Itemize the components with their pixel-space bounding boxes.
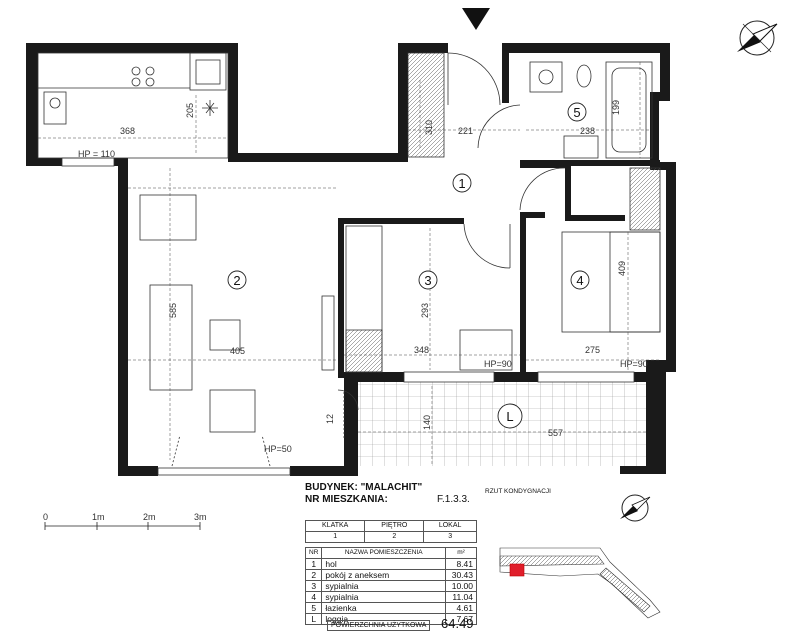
dim-405: 405 bbox=[230, 346, 245, 356]
dim-199: 199 bbox=[611, 100, 621, 115]
apartment-label: NR MIESZKANIA: bbox=[305, 494, 388, 505]
dim-557: 557 bbox=[548, 428, 563, 438]
doors bbox=[171, 52, 566, 467]
header-pietro: PIĘTRO bbox=[364, 520, 425, 532]
rooms-header-area: m² bbox=[445, 547, 477, 559]
kitchen-fixtures bbox=[43, 66, 218, 125]
room-area: 30.43 bbox=[445, 569, 477, 581]
key-plan bbox=[499, 547, 661, 619]
rooms-header-name: NAZWA POMIESZCZENIA bbox=[321, 547, 446, 559]
room-nr: 1 bbox=[304, 558, 323, 570]
rooms-header-nr: NR bbox=[304, 547, 323, 559]
building-label: BUDYNEK: bbox=[305, 482, 358, 493]
dim-hp90-bedroom3: HP=90 bbox=[484, 359, 512, 369]
room-area: 8.41 bbox=[445, 558, 477, 570]
value-pietro: 2 bbox=[364, 531, 425, 543]
dim-140: 140 bbox=[422, 415, 432, 430]
dim-hp50: HP=50 bbox=[264, 444, 292, 454]
room-nr: 4 bbox=[304, 591, 323, 603]
room-nr: L bbox=[304, 613, 323, 625]
room-label-2: 2 bbox=[233, 273, 240, 288]
room-name: łazienka bbox=[321, 602, 446, 614]
north-compass-icon bbox=[737, 20, 778, 56]
scale-1m: 1m bbox=[92, 512, 105, 522]
dim-310: 310 bbox=[424, 120, 434, 135]
header-lokal: LOKAL bbox=[423, 520, 477, 532]
dim-275: 275 bbox=[585, 345, 600, 355]
room-label-5: 5 bbox=[573, 105, 580, 120]
dim-kitchen-width: 368 bbox=[120, 126, 135, 136]
building-line: BUDYNEK: "MALACHIT" bbox=[305, 482, 475, 494]
scale-0: 0 bbox=[43, 512, 48, 522]
info-panel: BUDYNEK: "MALACHIT" NR MIESZKANIA: F.1.3… bbox=[304, 482, 477, 631]
building-name: "MALACHIT" bbox=[360, 482, 423, 493]
room-label-loggia: L bbox=[506, 409, 513, 424]
room-label-4: 4 bbox=[576, 273, 583, 288]
dim-221: 221 bbox=[458, 126, 473, 136]
room-nr: 2 bbox=[304, 569, 323, 581]
room-name: sypialnia bbox=[321, 580, 446, 592]
scale-2m: 2m bbox=[143, 512, 156, 522]
room-name: loggia bbox=[321, 613, 446, 625]
room-area: 7.67 bbox=[445, 613, 477, 625]
room-numbers: 1 2 3 4 5 L bbox=[233, 105, 583, 424]
dimension-lines bbox=[38, 62, 660, 466]
walls bbox=[26, 43, 676, 476]
dim-348: 348 bbox=[414, 345, 429, 355]
room-area: 11.04 bbox=[445, 591, 477, 603]
value-lokal: 3 bbox=[423, 531, 477, 543]
dimension-labels: 368 205 HP = 110 310 221 238 199 585 405… bbox=[78, 100, 648, 454]
location-table: KLATKA PIĘTRO LOKAL 1 2 3 bbox=[304, 520, 477, 543]
room-lines bbox=[37, 52, 661, 433]
room-label-3: 3 bbox=[424, 273, 431, 288]
bathroom-fixtures bbox=[529, 61, 653, 159]
room-label-1: 1 bbox=[458, 176, 465, 191]
entrance-arrow bbox=[462, 8, 490, 30]
dim-hp110: HP = 110 bbox=[78, 149, 115, 159]
floor-plan-caption: RZUT KONDYGNACJI bbox=[485, 488, 551, 495]
scale-bar bbox=[44, 522, 201, 530]
dim-585: 585 bbox=[168, 303, 178, 318]
apartment-line: NR MIESZKANIA: bbox=[305, 494, 475, 506]
room-nr: 3 bbox=[304, 580, 323, 592]
room-name: hol bbox=[321, 558, 446, 570]
total-area: POWIERZCHNIA UŻYTKOWA 64.49 bbox=[327, 616, 477, 631]
room-nr: 5 bbox=[304, 602, 323, 614]
room-name: sypialnia bbox=[321, 591, 446, 603]
total-area-value: 64.49 bbox=[441, 616, 474, 631]
dim-409: 409 bbox=[617, 261, 627, 276]
scale-3m: 3m bbox=[194, 512, 207, 522]
total-area-label: POWIERZCHNIA UŻYTKOWA bbox=[327, 620, 431, 631]
value-klatka: 1 bbox=[304, 531, 366, 543]
key-plan-compass-icon bbox=[620, 494, 651, 522]
room-area: 4.61 bbox=[445, 602, 477, 614]
apartment-number: F.1.3.3. bbox=[437, 494, 470, 505]
dim-293: 293 bbox=[420, 303, 430, 318]
scale-labels: 0 1m 2m 3m bbox=[43, 512, 207, 522]
room-name: pokój z aneksem bbox=[321, 569, 446, 581]
dim-hp90-bedroom4: HP=90 bbox=[620, 359, 648, 369]
room-area: 10.00 bbox=[445, 580, 477, 592]
dim-kitchen-height: 205 bbox=[185, 103, 195, 118]
dim-238: 238 bbox=[580, 126, 595, 136]
header-klatka: KLATKA bbox=[304, 520, 366, 532]
dim-12: 12 bbox=[325, 414, 335, 424]
room-circles bbox=[227, 102, 590, 429]
